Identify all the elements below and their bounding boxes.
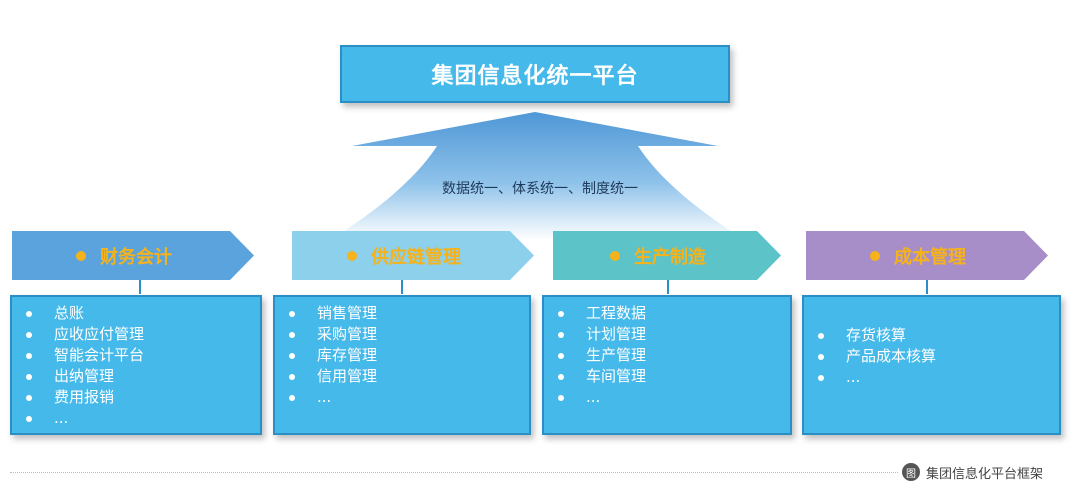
connector <box>139 280 141 294</box>
bullet-icon <box>289 352 295 359</box>
bullet-icon <box>26 394 32 401</box>
list-item: 费用报销 <box>26 387 260 408</box>
module-title: 成本管理 <box>894 246 966 268</box>
list-item: ... <box>26 408 260 429</box>
list-item: 库存管理 <box>289 345 529 366</box>
list-item: ... <box>558 387 790 408</box>
caption-text: 集团信息化平台框架 <box>926 466 1044 482</box>
list-item: 采购管理 <box>289 324 529 345</box>
module-header-finance: 财务会计 <box>12 231 254 280</box>
bullet-icon <box>26 352 32 359</box>
module-title: 生产制造 <box>634 246 706 268</box>
list-item: ... <box>289 387 529 408</box>
module-title: 财务会计 <box>100 246 172 268</box>
bullet-icon <box>289 310 295 317</box>
module-header-manufacturing: 生产制造 <box>553 231 781 280</box>
module-header-cost: 成本管理 <box>806 231 1048 280</box>
bullet-icon <box>289 394 295 401</box>
figure-caption: 图 集团信息化平台框架 <box>902 461 1043 483</box>
bullet-icon <box>26 415 32 422</box>
bullet-icon <box>818 374 824 381</box>
connector <box>667 280 669 294</box>
module-card-cost: 存货核算 产品成本核算 ... <box>802 295 1061 435</box>
bullet-icon <box>558 352 564 359</box>
connector <box>926 280 928 294</box>
list-item: 产品成本核算 <box>818 346 1059 367</box>
bullet-icon <box>347 250 357 261</box>
figure-icon: 图 <box>902 463 920 481</box>
bullet-icon <box>818 332 824 339</box>
bullet-icon <box>558 373 564 380</box>
unification-text: 数据统一、体系统一、制度统一 <box>442 181 638 197</box>
chevron-shape <box>12 231 254 280</box>
module-card-supply-chain: 销售管理 采购管理 库存管理 信用管理 ... <box>273 295 531 435</box>
list-item: 销售管理 <box>289 303 529 324</box>
list-item: 应收应付管理 <box>26 324 260 345</box>
bullet-icon <box>289 331 295 338</box>
platform-title-box: 集团信息化统一平台 <box>340 45 730 103</box>
bullet-icon <box>26 331 32 338</box>
list-item: ... <box>818 367 1059 388</box>
connector <box>401 280 403 294</box>
bullet-icon <box>610 250 620 261</box>
bullet-icon <box>870 250 880 261</box>
list-item: 信用管理 <box>289 366 529 387</box>
list-item: 出纳管理 <box>26 366 260 387</box>
chevron-shape <box>553 231 781 280</box>
module-title: 供应链管理 <box>371 246 461 268</box>
bullet-icon <box>558 310 564 317</box>
list-item: 生产管理 <box>558 345 790 366</box>
bullet-icon <box>26 310 32 317</box>
bullet-icon <box>558 331 564 338</box>
bullet-icon <box>289 373 295 380</box>
list-item: 存货核算 <box>818 325 1059 346</box>
module-card-manufacturing: 工程数据 计划管理 生产管理 车间管理 ... <box>542 295 792 435</box>
platform-title: 集团信息化统一平台 <box>431 64 639 89</box>
bullet-icon <box>558 394 564 401</box>
chevron-shape <box>292 231 534 280</box>
module-card-finance: 总账 应收应付管理 智能会计平台 出纳管理 费用报销 ... <box>10 295 262 435</box>
bullet-icon <box>76 250 86 261</box>
list-item: 工程数据 <box>558 303 790 324</box>
bullet-icon <box>818 353 824 360</box>
bullet-icon <box>26 373 32 380</box>
list-item: 总账 <box>26 303 260 324</box>
chevron-shape <box>806 231 1048 280</box>
module-header-supply-chain: 供应链管理 <box>292 231 534 280</box>
list-item: 车间管理 <box>558 366 790 387</box>
list-item: 智能会计平台 <box>26 345 260 366</box>
footer-divider <box>10 472 898 473</box>
list-item: 计划管理 <box>558 324 790 345</box>
